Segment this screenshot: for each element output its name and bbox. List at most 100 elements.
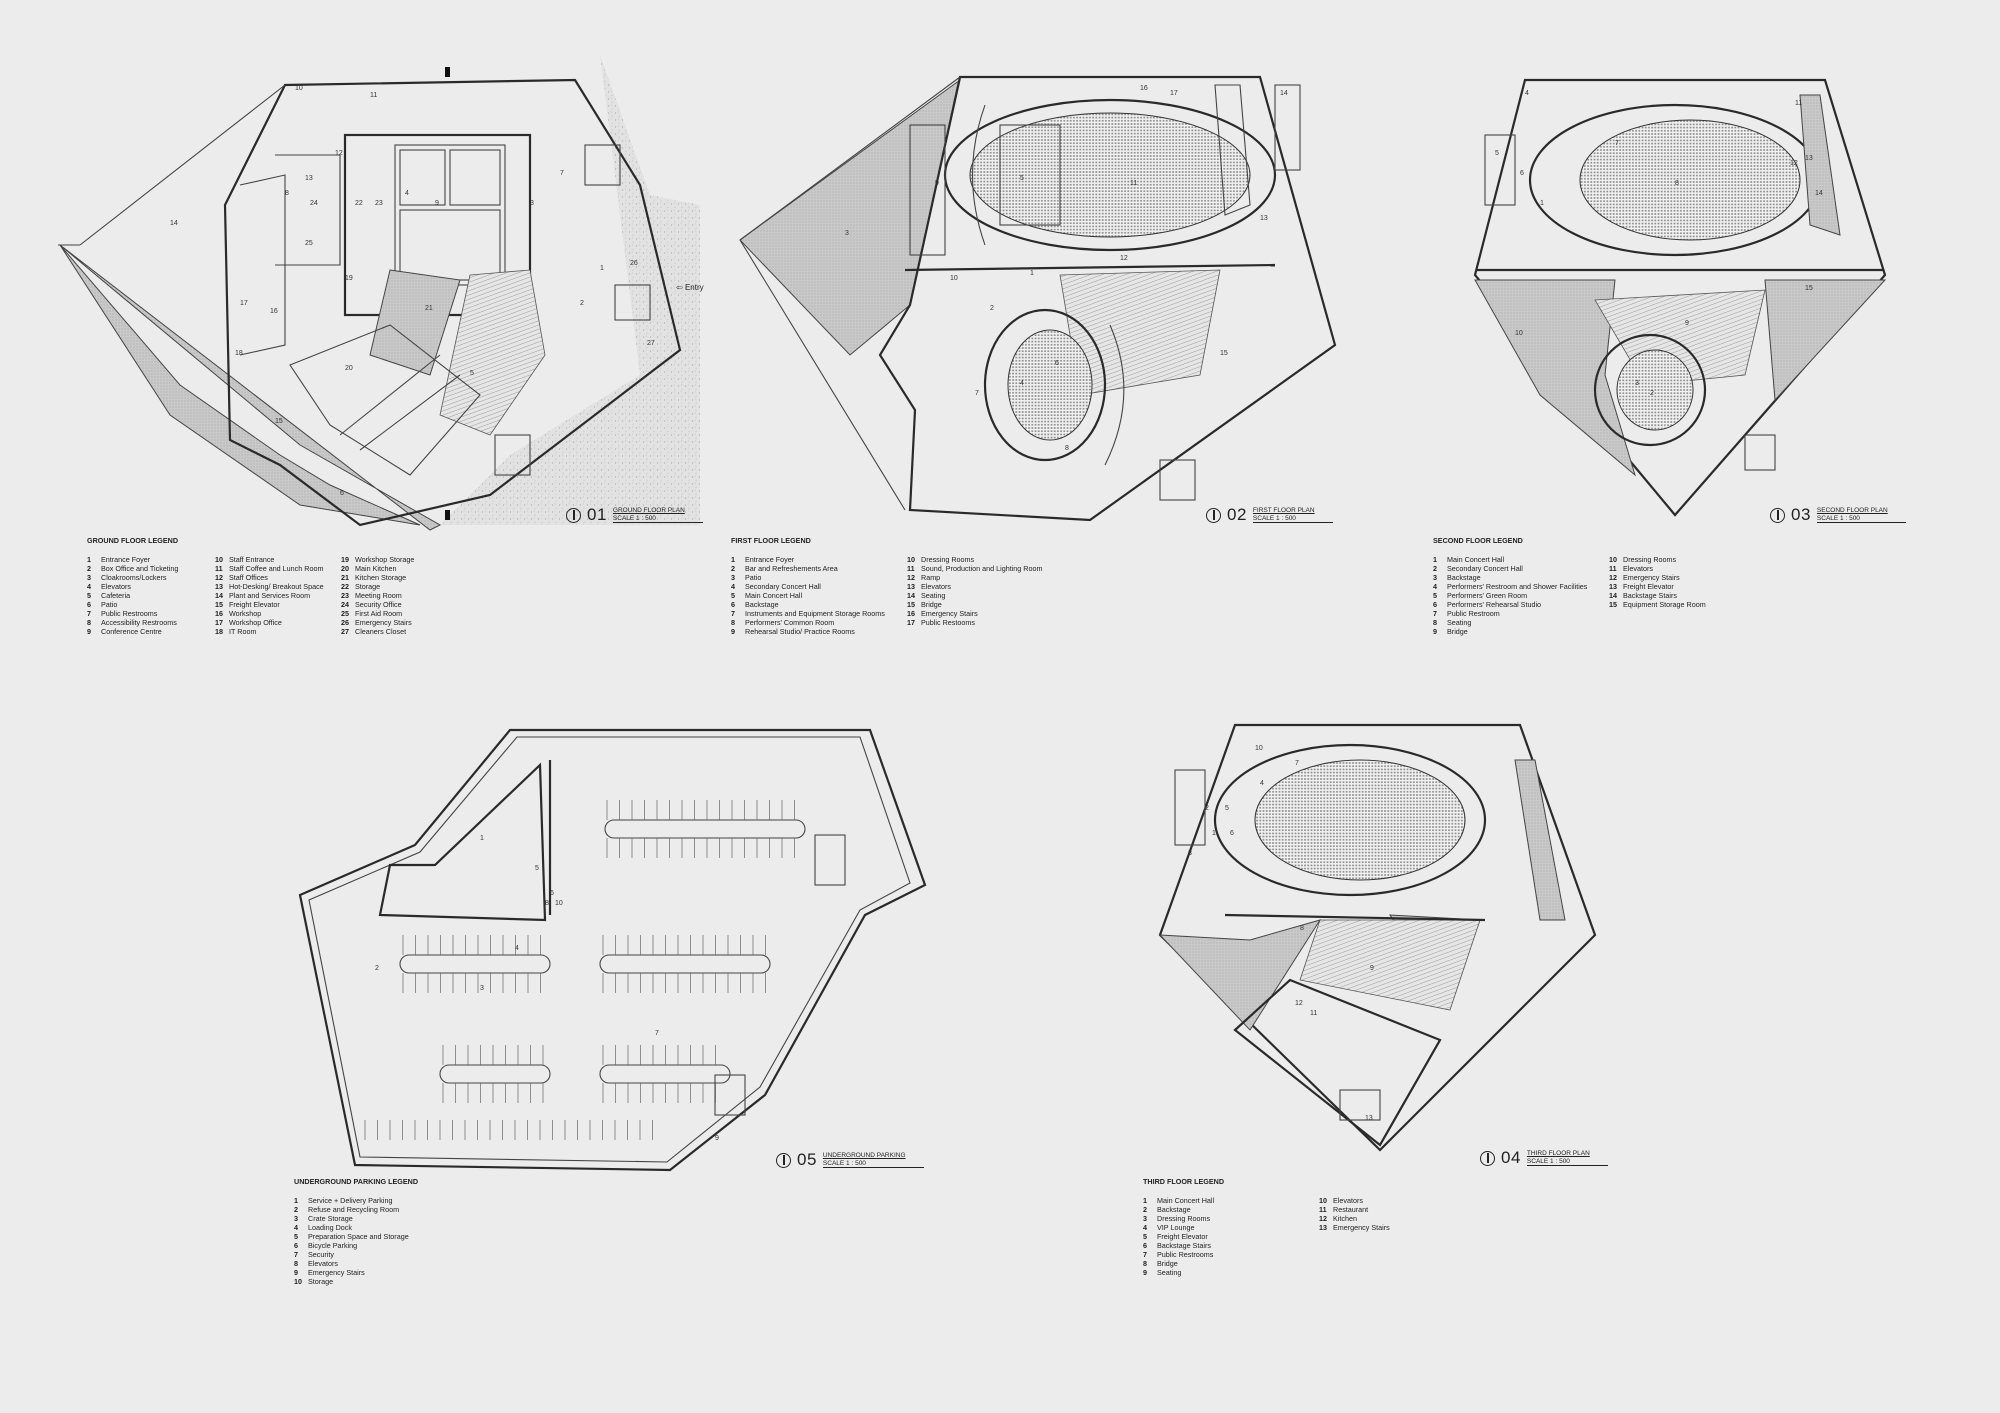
legend-number: 15 <box>907 600 915 610</box>
legend-text: Elevators <box>1623 564 1653 574</box>
legend-number: 7 <box>87 609 91 619</box>
legend-number: 2 <box>294 1205 298 1215</box>
legend-number: 24 <box>341 600 349 610</box>
legend-number: 10 <box>1319 1196 1327 1206</box>
legend-number: 17 <box>215 618 223 628</box>
room-number-label: 9 <box>1370 965 1374 972</box>
counter <box>339 354 441 436</box>
legend-text: Hot-Desking/ Breakout Space <box>229 582 324 592</box>
floor-divider <box>1224 913 1486 922</box>
room-number-label: 13 <box>1365 1115 1373 1122</box>
legend-text: Storage <box>308 1277 334 1287</box>
legend-number: 26 <box>341 618 349 628</box>
legend-title: THIRD FLOOR LEGEND <box>1143 1177 1225 1186</box>
site-edge <box>739 76 961 241</box>
legend-number: 2 <box>87 564 91 574</box>
workshop-wing <box>239 174 286 356</box>
legend-number: 1 <box>294 1196 298 1206</box>
room-number-label: 23 <box>375 200 383 207</box>
legend-number: 7 <box>1143 1250 1147 1260</box>
emergency-stairs <box>1159 459 1196 501</box>
legend-number: 11 <box>1609 564 1617 574</box>
north-arrow-icon <box>776 1152 791 1168</box>
legend-number: 13 <box>1609 582 1617 592</box>
plan-number: 02 <box>1227 505 1247 524</box>
plan-number: 05 <box>797 1150 817 1169</box>
legend-title: FIRST FLOOR LEGEND <box>731 536 811 545</box>
parking-outline <box>298 728 927 1172</box>
legend-number: 9 <box>294 1268 298 1278</box>
legend-item: 17 Workshop Office <box>215 618 341 627</box>
room-number-label: 10 <box>295 85 303 92</box>
restrooms <box>584 144 621 186</box>
room-number-label: 14 <box>1815 190 1823 197</box>
section-marker-bottom <box>445 510 450 520</box>
plan-title: GROUND FLOOR PLAN <box>612 507 685 514</box>
legend-text: Cafeteria <box>101 591 131 601</box>
legend-text: Box Office and Ticketing <box>101 564 179 574</box>
legend-text: Entrance Foyer <box>745 555 795 565</box>
legend-text: Main Concert Hall <box>745 591 803 601</box>
building-outline <box>223 78 682 527</box>
legend-text: Public Restooms <box>921 618 975 628</box>
legend-number: 12 <box>1609 573 1617 583</box>
legend-number: 2 <box>731 564 735 574</box>
legend-text: Seating <box>1157 1268 1182 1278</box>
room-number-label: 7 <box>655 1030 659 1037</box>
legend-text: Loading Dock <box>308 1223 352 1233</box>
legend-number: 11 <box>907 564 915 574</box>
room-number-label: 6 <box>550 890 554 897</box>
legend-number: 11 <box>215 564 223 574</box>
room-number-label: 8 <box>545 900 549 907</box>
legend-number: 13 <box>907 582 915 592</box>
legend-number: 14 <box>907 591 915 601</box>
legend-number: 18 <box>215 627 223 637</box>
legend-text: Freight Elevator <box>229 600 280 610</box>
legend-text: Performers' Green Room <box>1447 591 1528 601</box>
plan-title: FIRST FLOOR PLAN <box>1252 507 1315 514</box>
seating-stairs <box>1299 919 1481 1011</box>
legend-number: 9 <box>1433 627 1437 637</box>
legend-text: Workshop Office <box>229 618 282 628</box>
meeting-room-2 <box>449 149 501 206</box>
room-number-label: 4 <box>405 190 409 197</box>
room-number-label: 21 <box>425 305 433 312</box>
room-number-label: 4 <box>515 945 519 952</box>
room-number-label: 1 <box>480 835 484 842</box>
legend-text: Seating <box>1447 618 1472 628</box>
legend-title: UNDERGROUND PARKING LEGEND <box>294 1177 419 1186</box>
legend-number: 10 <box>1609 555 1617 565</box>
legend-number: 7 <box>731 609 735 619</box>
room-number-label: 8 <box>285 190 289 197</box>
room-number-label: 6 <box>340 490 344 497</box>
legend-text: Staff Entrance <box>229 555 275 565</box>
room-number-label: 15 <box>275 418 283 425</box>
legend-text: Dressing Rooms <box>1157 1214 1211 1224</box>
patio-area <box>59 244 421 526</box>
legend-text: Performers' Rehearsal Studio <box>1447 600 1542 610</box>
legend-text: Instruments and Equipment Storage Rooms <box>745 609 885 619</box>
secondary-hall-seating <box>1007 329 1093 441</box>
